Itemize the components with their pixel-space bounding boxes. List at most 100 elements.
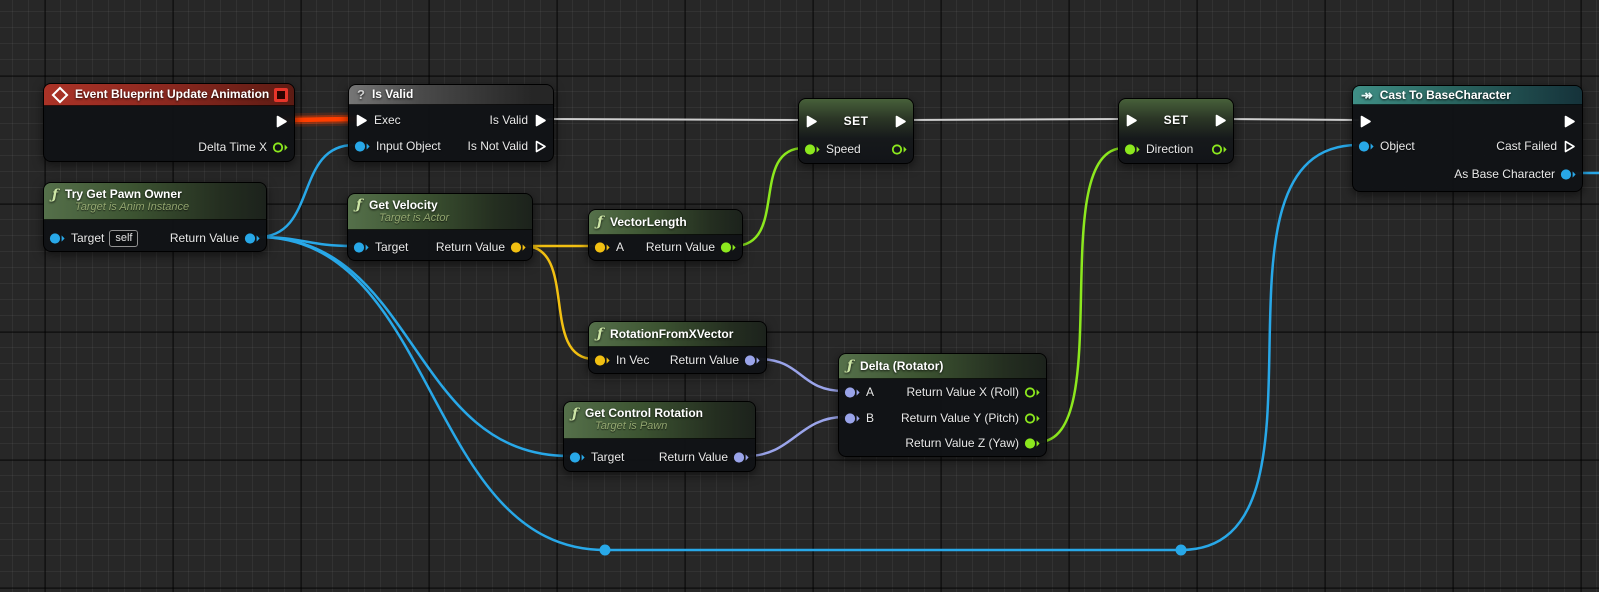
wire-object-reroute-2-to-cast-object[interactable]	[1179, 143, 1360, 552]
wire-object-pawnowner-to-isvalid[interactable]	[256, 143, 356, 239]
object-pin-input-target[interactable]	[353, 240, 370, 255]
node-subtitle: Target is Anim Instance	[75, 201, 190, 213]
pin-row: Direction	[1119, 136, 1233, 162]
exec-pin-output[interactable]	[893, 114, 908, 129]
float-pin-output[interactable]	[1211, 142, 1228, 157]
pin-label: Return Value	[169, 231, 239, 245]
rotator-pin-output-return-value[interactable]	[744, 353, 761, 368]
exec-pin-output-is-valid[interactable]	[533, 113, 548, 128]
rotator-pin-output-return-value[interactable]	[733, 450, 750, 465]
wire-exec-set-direction-to-cast[interactable]	[1224, 118, 1359, 121]
node-title: VectorLength	[610, 214, 687, 229]
exec-pin-output[interactable]	[1562, 114, 1577, 129]
float-pin-output-return-value-z-yaw[interactable]	[1024, 436, 1041, 451]
function-icon: ƒ	[847, 358, 854, 374]
node-title: Get Control Rotation	[585, 406, 704, 420]
wire-rotator-rotationfromxvector-to-delta-a[interactable]	[756, 357, 846, 393]
float-pin-input-direction[interactable]	[1124, 142, 1141, 157]
node-header[interactable]: ↠ Cast To BaseCharacter	[1353, 86, 1582, 105]
self-reference-field[interactable]: self	[109, 229, 139, 247]
float-pin-input-speed[interactable]	[804, 142, 821, 157]
pin-label: Return Value Y (Pitch)	[900, 411, 1019, 425]
object-pin-output-return-value[interactable]	[244, 231, 261, 246]
wire-object-pawnowner-to-reroute-1[interactable]	[256, 235, 607, 552]
reroute-node-1[interactable]	[599, 544, 611, 556]
wire-vector-getvelocity-to-rotationfromxvector[interactable]	[522, 244, 596, 361]
pin-row	[1353, 108, 1582, 134]
exec-pin-output[interactable]	[274, 114, 289, 129]
vector-pin-input-a[interactable]	[594, 240, 611, 255]
node-header[interactable]: Event Blueprint Update Animation	[44, 84, 294, 106]
question-icon: ?	[357, 87, 365, 102]
pin-label: Delta Time X	[198, 140, 267, 154]
node-title: Event Blueprint Update Animation	[75, 87, 270, 101]
node-title: Cast To BaseCharacter	[1379, 87, 1511, 102]
pin-label: Cast Failed	[1496, 139, 1557, 153]
wire-float-vectorlength-to-speed[interactable]	[732, 146, 806, 248]
pin-label: Input Object	[376, 139, 441, 153]
pin-label: Return Value	[658, 450, 728, 464]
node-header[interactable]: ?Is Valid	[349, 85, 553, 105]
wire-exec-isvalid-to-set-speed[interactable]	[544, 118, 805, 121]
exec-pin-output-cast-failed[interactable]	[1562, 139, 1577, 154]
pin-row: As Base Character	[1353, 161, 1582, 187]
float-pin-output[interactable]	[891, 142, 908, 157]
pin-label: As Base Character	[1454, 167, 1555, 181]
object-pin-output-as-base-character[interactable]	[1560, 167, 1577, 182]
pin-label: Speed	[826, 142, 861, 156]
exec-pin-input[interactable]	[804, 114, 819, 129]
exec-pin-input[interactable]	[1124, 113, 1139, 128]
float-pin-output-delta-time-x[interactable]	[272, 140, 289, 155]
node-title: Try Get Pawn Owner	[65, 187, 182, 201]
pin-row	[44, 108, 294, 134]
wire-float-delta-yaw-to-direction[interactable]	[1036, 146, 1126, 444]
rotator-pin-input-a[interactable]	[844, 385, 861, 400]
wire-rotator-getcontrolrotation-to-delta-b[interactable]	[745, 415, 846, 458]
rotator-pin-input-b[interactable]	[844, 411, 861, 426]
exec-pin-output[interactable]	[1213, 113, 1228, 128]
function-icon: ƒ	[597, 326, 604, 342]
float-pin-output-return-value-x-roll[interactable]	[1024, 385, 1041, 400]
red-square-indicator-icon[interactable]	[274, 88, 288, 102]
pin-label: B	[866, 411, 875, 425]
wire-exec-set-speed-to-set-direction[interactable]	[902, 118, 1125, 121]
pin-label: Target	[591, 450, 625, 464]
pin-label: In Vec	[616, 353, 650, 367]
exec-pin-input[interactable]	[1358, 114, 1373, 129]
float-pin-output-return-value-y-pitch[interactable]	[1024, 411, 1041, 426]
cast-arrows-icon: ↠	[1361, 87, 1373, 103]
vector-pin-output-return-value[interactable]	[510, 240, 527, 255]
vector-pin-input-in-vec[interactable]	[594, 353, 611, 368]
exec-pin-output-is-not-valid[interactable]	[533, 139, 548, 154]
exec-pin-input-exec[interactable]	[354, 113, 369, 128]
node-title: Get Velocity	[369, 197, 438, 212]
object-pin-input-object[interactable]	[1358, 139, 1375, 154]
event-diamond-icon	[51, 86, 69, 103]
pin-label: Target	[375, 240, 409, 254]
object-pin-input-target[interactable]	[569, 450, 586, 465]
reroute-node-2[interactable]	[1175, 544, 1187, 556]
object-pin-input-target[interactable]	[49, 231, 66, 246]
float-pin-output-return-value[interactable]	[720, 240, 737, 255]
object-pin-input-input-object[interactable]	[354, 139, 371, 154]
